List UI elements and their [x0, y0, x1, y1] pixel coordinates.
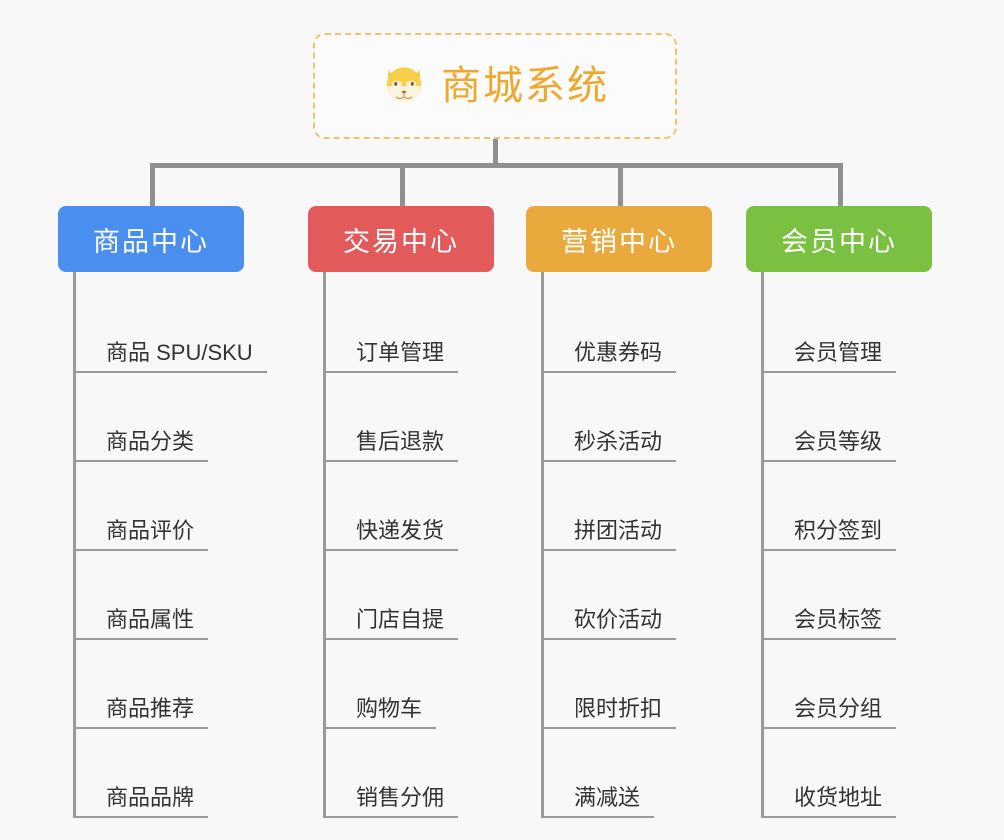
- root-title: 商城系统: [441, 64, 609, 108]
- leaf-label: 优惠券码: [544, 340, 677, 373]
- category-label: 会员中心: [781, 226, 897, 257]
- leaf-label: 收货地址: [764, 785, 897, 818]
- branch-member-center: 会员中心 会员管理 会员等级 积分签到 会员标签 会员分组 收货地址: [746, 206, 986, 818]
- leaf-label: 限时折扣: [544, 696, 677, 729]
- connector-horizontal-bus: [150, 163, 843, 168]
- list-item[interactable]: 销售分佣: [326, 729, 548, 818]
- branch-spine-member-center: 会员管理 会员等级 积分签到 会员标签 会员分组 收货地址: [761, 272, 986, 818]
- list-item[interactable]: 商品分类: [76, 373, 298, 462]
- leaf-label: 拼团活动: [544, 518, 677, 551]
- list-item[interactable]: 砍价活动: [544, 551, 766, 640]
- list-item[interactable]: 秒杀活动: [544, 373, 766, 462]
- branch-spine-trade-center: 订单管理 售后退款 快递发货 门店自提 购物车 销售分佣: [323, 272, 548, 818]
- leaf-label: 商品品牌: [76, 785, 209, 818]
- leaf-label: 秒杀活动: [544, 429, 677, 462]
- list-item[interactable]: 商品推荐: [76, 640, 298, 729]
- leaf-label: 销售分佣: [326, 785, 459, 818]
- connector-drop-product-center: [150, 163, 155, 208]
- category-label: 营销中心: [561, 226, 677, 257]
- connector-drop-member-center: [838, 163, 843, 208]
- shiba-dog-face-icon: [386, 67, 422, 102]
- list-item[interactable]: 商品品牌: [76, 729, 298, 818]
- leaf-label: 商品属性: [76, 607, 209, 640]
- category-header-trade-center[interactable]: 交易中心: [308, 206, 494, 272]
- leaf-label: 会员标签: [764, 607, 897, 640]
- branch-trade-center: 交易中心 订单管理 售后退款 快递发货 门店自提 购物车 销售分佣: [308, 206, 548, 818]
- list-item[interactable]: 商品属性: [76, 551, 298, 640]
- leaf-label: 积分签到: [764, 518, 897, 551]
- list-item[interactable]: 会员等级: [764, 373, 986, 462]
- connector-root-stem: [493, 139, 498, 165]
- list-item[interactable]: 售后退款: [326, 373, 548, 462]
- branch-spine-marketing-center: 优惠券码 秒杀活动 拼团活动 砍价活动 限时折扣 满减送: [541, 272, 766, 818]
- leaf-label: 砍价活动: [544, 607, 677, 640]
- list-item[interactable]: 订单管理: [326, 284, 548, 373]
- leaf-label: 商品评价: [76, 518, 209, 551]
- list-item[interactable]: 收货地址: [764, 729, 986, 818]
- leaf-label: 订单管理: [326, 340, 459, 373]
- list-item[interactable]: 优惠券码: [544, 284, 766, 373]
- leaf-label: 商品推荐: [76, 696, 209, 729]
- leaf-label: 会员分组: [764, 696, 897, 729]
- connector-drop-trade-center: [400, 163, 405, 208]
- list-item[interactable]: 会员分组: [764, 640, 986, 729]
- leaf-label: 会员等级: [764, 429, 897, 462]
- list-item[interactable]: 拼团活动: [544, 462, 766, 551]
- list-item[interactable]: 积分签到: [764, 462, 986, 551]
- leaf-label: 商品分类: [76, 429, 209, 462]
- list-item[interactable]: 商品评价: [76, 462, 298, 551]
- list-item[interactable]: 购物车: [326, 640, 548, 729]
- category-label: 交易中心: [343, 226, 459, 257]
- branch-product-center: 商品中心 商品 SPU/SKU 商品分类 商品评价 商品属性 商品推荐 商品品牌: [58, 206, 298, 818]
- category-header-product-center[interactable]: 商品中心: [58, 206, 244, 272]
- list-item[interactable]: 限时折扣: [544, 640, 766, 729]
- connector-drop-marketing-center: [618, 163, 623, 208]
- leaf-label: 售后退款: [326, 429, 459, 462]
- list-item[interactable]: 快递发货: [326, 462, 548, 551]
- list-item[interactable]: 门店自提: [326, 551, 548, 640]
- category-header-marketing-center[interactable]: 营销中心: [526, 206, 712, 272]
- leaf-label: 快递发货: [326, 518, 459, 551]
- leaf-label: 商品 SPU/SKU: [76, 340, 267, 373]
- list-item[interactable]: 会员标签: [764, 551, 986, 640]
- root-node[interactable]: 商城系统: [313, 33, 677, 139]
- category-label: 商品中心: [93, 226, 209, 257]
- leaf-label: 满减送: [544, 785, 655, 818]
- list-item[interactable]: 商品 SPU/SKU: [76, 284, 298, 373]
- category-header-member-center[interactable]: 会员中心: [746, 206, 932, 272]
- branch-spine-product-center: 商品 SPU/SKU 商品分类 商品评价 商品属性 商品推荐 商品品牌: [73, 272, 298, 818]
- branch-marketing-center: 营销中心 优惠券码 秒杀活动 拼团活动 砍价活动 限时折扣 满减送: [526, 206, 766, 818]
- leaf-label: 会员管理: [764, 340, 897, 373]
- leaf-label: 购物车: [326, 696, 437, 729]
- list-item[interactable]: 会员管理: [764, 284, 986, 373]
- list-item[interactable]: 满减送: [544, 729, 766, 818]
- leaf-label: 门店自提: [326, 607, 459, 640]
